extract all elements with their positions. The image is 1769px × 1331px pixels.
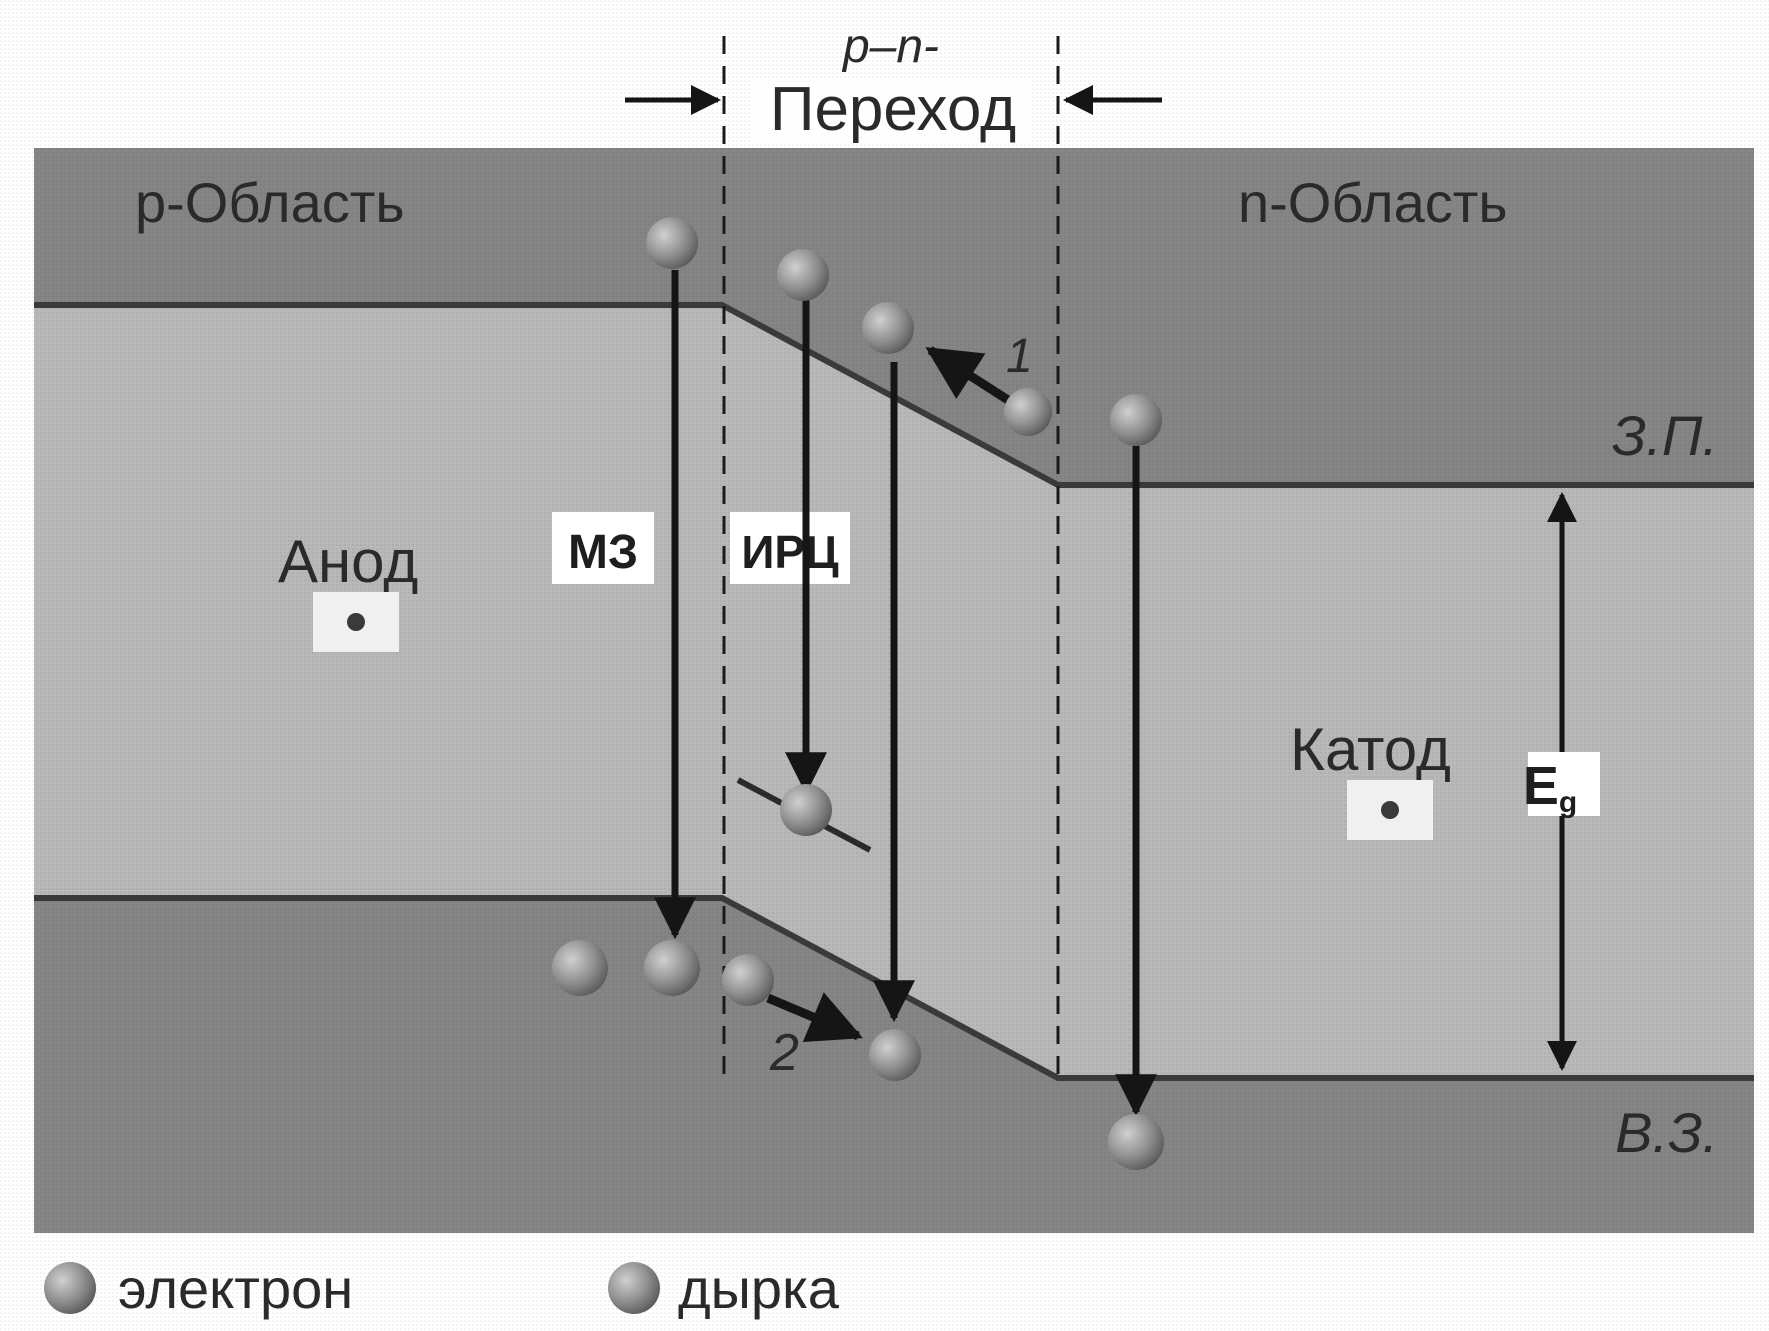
- marker-arrow-1: [925, 346, 1011, 404]
- hole: [722, 954, 774, 1006]
- marker-arrow-2: [766, 992, 863, 1042]
- marker-1-label: 1: [1006, 330, 1033, 383]
- valence-band-label: В.З.: [1615, 1101, 1718, 1164]
- legend-electron-label: электрон: [118, 1257, 353, 1320]
- electron: [1004, 388, 1052, 436]
- hole: [644, 940, 700, 996]
- junction-title-line1: p–n-: [841, 20, 939, 73]
- legend-hole-icon: [608, 1262, 660, 1314]
- conduction-band-label: З.П.: [1612, 404, 1718, 467]
- hole: [869, 1029, 921, 1081]
- n-region-label: n-Область: [1238, 171, 1508, 234]
- junction-title-backdrop: [752, 78, 1032, 142]
- cathode-label: Катод: [1290, 716, 1451, 783]
- hole: [552, 940, 608, 996]
- legend-hole-label: дырка: [678, 1257, 840, 1320]
- electron: [777, 249, 829, 301]
- irc-label: ИРЦ: [741, 526, 839, 578]
- irc-label-box: [730, 512, 850, 584]
- legend-electron-icon: [44, 1262, 96, 1314]
- junction-title-line2: Переход: [770, 75, 1016, 144]
- anode-terminal-dot: [347, 613, 365, 631]
- electron: [1110, 394, 1162, 446]
- mz-label: МЗ: [568, 526, 638, 579]
- conduction-band-edge: [34, 302, 1754, 488]
- electron: [862, 302, 914, 354]
- p-region-label: p-Область: [135, 171, 405, 234]
- marker-2-label: 2: [769, 1024, 799, 1082]
- electron: [646, 217, 698, 269]
- anode-label: Анод: [278, 528, 418, 595]
- electron: [780, 784, 832, 836]
- cathode-terminal-dot: [1381, 801, 1399, 819]
- band-gap-label-box: [1528, 752, 1600, 816]
- band-gap-label: Eg: [1523, 756, 1577, 819]
- mz-label-box: [552, 512, 654, 584]
- hole: [1108, 1114, 1164, 1170]
